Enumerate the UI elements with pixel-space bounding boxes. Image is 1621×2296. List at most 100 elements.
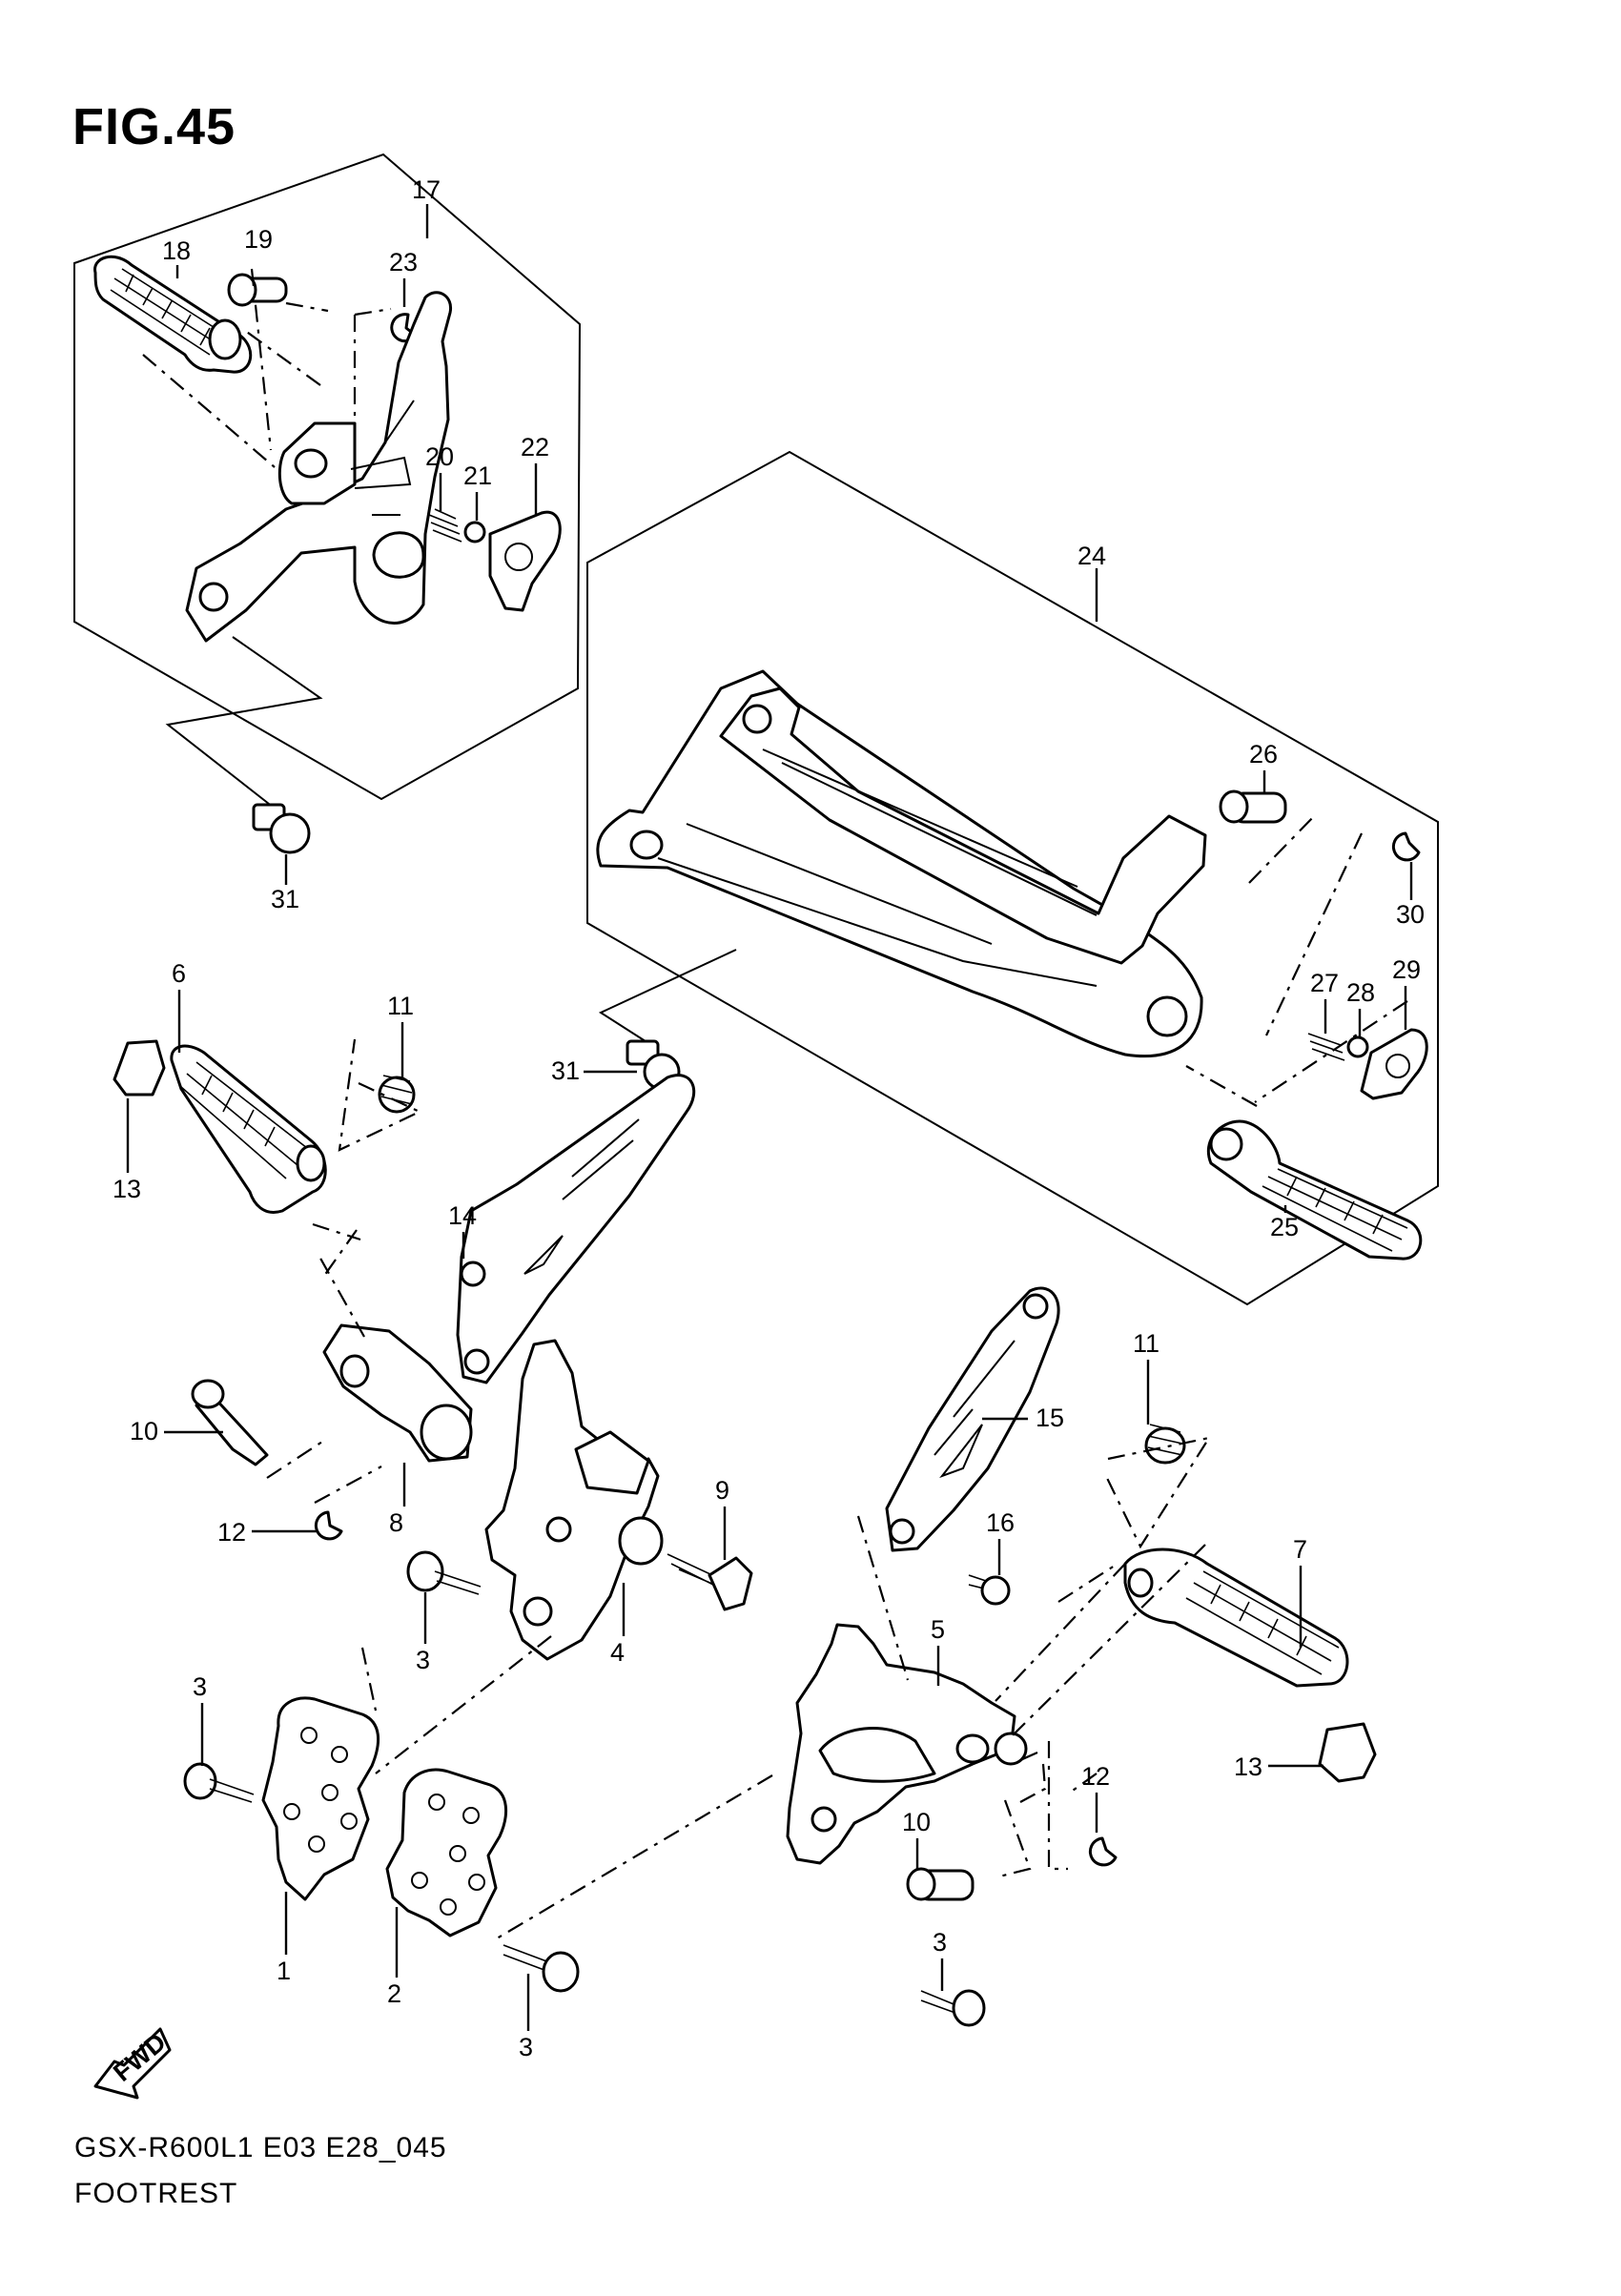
callout-3-bottom: 3 xyxy=(519,1974,533,2061)
callout-17: 17 xyxy=(412,175,441,204)
figure-name: FOOTREST xyxy=(74,2178,238,2209)
plate-22 xyxy=(488,510,562,612)
callout-label: 20 xyxy=(425,442,454,471)
nut-13-right xyxy=(1318,1722,1377,1783)
bolt-16 xyxy=(968,1574,1011,1606)
spring-20 xyxy=(428,508,462,543)
callout-label: 27 xyxy=(1310,969,1339,997)
callout-20: 20 xyxy=(425,442,454,511)
callout-label: 21 xyxy=(463,461,492,490)
callout-30: 30 xyxy=(1396,862,1425,929)
callout-18: 18 xyxy=(162,236,191,278)
e-ring-12-left xyxy=(314,1510,343,1541)
callout-label: 22 xyxy=(521,433,549,461)
callout-label: 3 xyxy=(416,1646,430,1674)
callout-label: 12 xyxy=(1081,1762,1110,1791)
callout-label: 8 xyxy=(389,1508,403,1537)
callout-11-right: 11 xyxy=(1133,1329,1159,1425)
footpeg-18 xyxy=(93,255,253,374)
callout-label: 16 xyxy=(986,1508,1015,1537)
footpeg-hinge-8 xyxy=(322,1323,473,1463)
front-footrest-bracket-17 xyxy=(185,291,453,643)
callout-label: 23 xyxy=(389,248,418,277)
heel-plate-15 xyxy=(885,1286,1060,1552)
spring-27 xyxy=(1307,1033,1345,1061)
callout-label: 10 xyxy=(902,1808,931,1836)
callout-label: 2 xyxy=(387,1979,401,2008)
bolt-9 xyxy=(667,1553,753,1611)
callout-7: 7 xyxy=(1293,1535,1307,1648)
pin-19 xyxy=(227,273,288,307)
callout-23: 23 xyxy=(389,248,418,307)
callout-label: 3 xyxy=(519,2033,533,2061)
callout-label: 12 xyxy=(217,1518,246,1547)
callout-label: 18 xyxy=(162,236,191,265)
assembly-box-17 xyxy=(73,153,582,815)
callout-3-left: 3 xyxy=(193,1672,207,1766)
rear-footpeg-25 xyxy=(1206,1119,1423,1261)
callout-label: 10 xyxy=(130,1417,158,1445)
figure-title: FIG.45 xyxy=(72,98,236,155)
callout-10-left: 10 xyxy=(130,1417,223,1445)
spring-11-right xyxy=(1144,1424,1186,1465)
callout-4: 4 xyxy=(610,1583,626,1667)
forward-direction-arrow: FWD xyxy=(93,2027,172,2100)
pin-10-right xyxy=(906,1867,975,1901)
callout-label: 26 xyxy=(1249,740,1278,769)
bolt-3-left xyxy=(183,1762,255,1803)
ball-21 xyxy=(463,521,486,543)
callout-15: 15 xyxy=(982,1404,1064,1432)
spring-11-left xyxy=(378,1075,416,1114)
model-code: GSX-R600L1 E03 E28_045 xyxy=(74,2132,447,2163)
callout-8: 8 xyxy=(389,1463,406,1537)
callout-29: 29 xyxy=(1392,955,1421,1030)
callout-3-middle: 3 xyxy=(416,1592,430,1674)
callout-label: 1 xyxy=(277,1957,291,1985)
callout-label: 3 xyxy=(193,1672,207,1701)
bolt-3-bottom xyxy=(503,1944,580,1993)
callout-2: 2 xyxy=(387,1907,401,2008)
callout-label: 31 xyxy=(271,885,299,913)
callout-label: 7 xyxy=(1293,1535,1307,1564)
callout-label: 29 xyxy=(1392,955,1421,984)
callout-12-left: 12 xyxy=(217,1518,317,1547)
callout-19: 19 xyxy=(244,225,273,254)
callout-label: 5 xyxy=(931,1615,945,1644)
callout-13-left: 13 xyxy=(113,1098,141,1203)
plate-29 xyxy=(1360,1028,1428,1100)
callout-label: 31 xyxy=(551,1056,580,1085)
e-ring-12-right xyxy=(1088,1836,1118,1867)
callout-label: 13 xyxy=(1234,1753,1262,1781)
callout-24: 24 xyxy=(1077,542,1106,570)
footrest-bracket-5 xyxy=(786,1623,1028,1865)
rear-footrest-bracket-24 xyxy=(596,669,1207,1058)
callout-label: 11 xyxy=(387,992,414,1020)
pin-26 xyxy=(1219,789,1287,824)
callout-5: 5 xyxy=(931,1615,945,1686)
callout-13-right: 13 xyxy=(1234,1753,1323,1781)
callout-1: 1 xyxy=(277,1892,291,1985)
footrest-bracket-4 xyxy=(484,1339,664,1661)
callout-28: 28 xyxy=(1346,978,1375,1037)
assembly-box-24 xyxy=(586,450,1439,1306)
bolt-3-right xyxy=(920,1989,986,2027)
callout-10-right: 10 xyxy=(902,1808,931,1869)
callout-label: 28 xyxy=(1346,978,1375,1007)
callout-21: 21 xyxy=(463,461,492,521)
callout-26: 26 xyxy=(1249,740,1278,793)
callout-label: 24 xyxy=(1077,542,1106,570)
callout-label: 30 xyxy=(1396,900,1425,929)
callout-6: 6 xyxy=(172,959,186,1053)
heel-plate-14 xyxy=(456,1074,696,1384)
callout-11-left: 11 xyxy=(387,992,414,1077)
adjuster-plate-1 xyxy=(261,1696,380,1901)
adjuster-plate-2 xyxy=(385,1768,508,1937)
callout-label: 14 xyxy=(448,1201,477,1230)
callout-label: 11 xyxy=(1133,1329,1159,1358)
callout-16: 16 xyxy=(986,1508,1015,1575)
callout-label: 25 xyxy=(1270,1213,1299,1241)
callout-label: 3 xyxy=(933,1928,947,1957)
callout-3-right: 3 xyxy=(933,1928,947,1991)
e-ring-30 xyxy=(1391,831,1421,862)
